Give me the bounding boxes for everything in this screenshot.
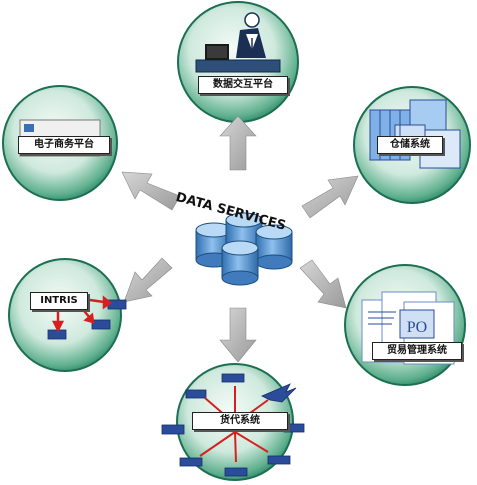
person-at-desk-icon bbox=[195, 12, 281, 73]
intris-trucks-icon bbox=[47, 295, 127, 340]
database-icon bbox=[221, 240, 259, 286]
node-circle-left-bottom bbox=[8, 258, 122, 372]
truck-icon bbox=[107, 299, 127, 310]
truck-icon bbox=[91, 319, 111, 330]
node-label-data-exchange: 数据交互平台 bbox=[198, 76, 288, 94]
arrow-lower-right bbox=[299, 259, 347, 309]
po-text: PO bbox=[407, 319, 427, 336]
database-icon bbox=[255, 224, 293, 270]
node-label-ecommerce: 电子商务平台 bbox=[18, 136, 110, 154]
truck-icon bbox=[224, 467, 248, 477]
arrow-upper-right bbox=[301, 175, 359, 219]
truck-icon bbox=[179, 457, 203, 467]
node-label-intris: INTRIS bbox=[30, 292, 88, 310]
arrow-down bbox=[219, 307, 257, 363]
truck-icon bbox=[161, 424, 185, 435]
truck-icon bbox=[267, 455, 291, 465]
truck-icon bbox=[221, 373, 245, 383]
node-label-warehouse: 仓储系统 bbox=[377, 136, 443, 154]
node-label-trade-management: 贸易管理系统 bbox=[372, 342, 462, 360]
truck-icon bbox=[47, 329, 67, 340]
arrow-upper-left bbox=[121, 171, 181, 211]
arrow-up bbox=[219, 115, 257, 171]
airplane-icon bbox=[261, 383, 297, 403]
node-label-freight-forwarding: 货代系统 bbox=[192, 412, 288, 430]
arrow-lower-left bbox=[123, 257, 173, 303]
truck-icon bbox=[185, 389, 207, 399]
database-cluster-icon bbox=[195, 212, 293, 286]
